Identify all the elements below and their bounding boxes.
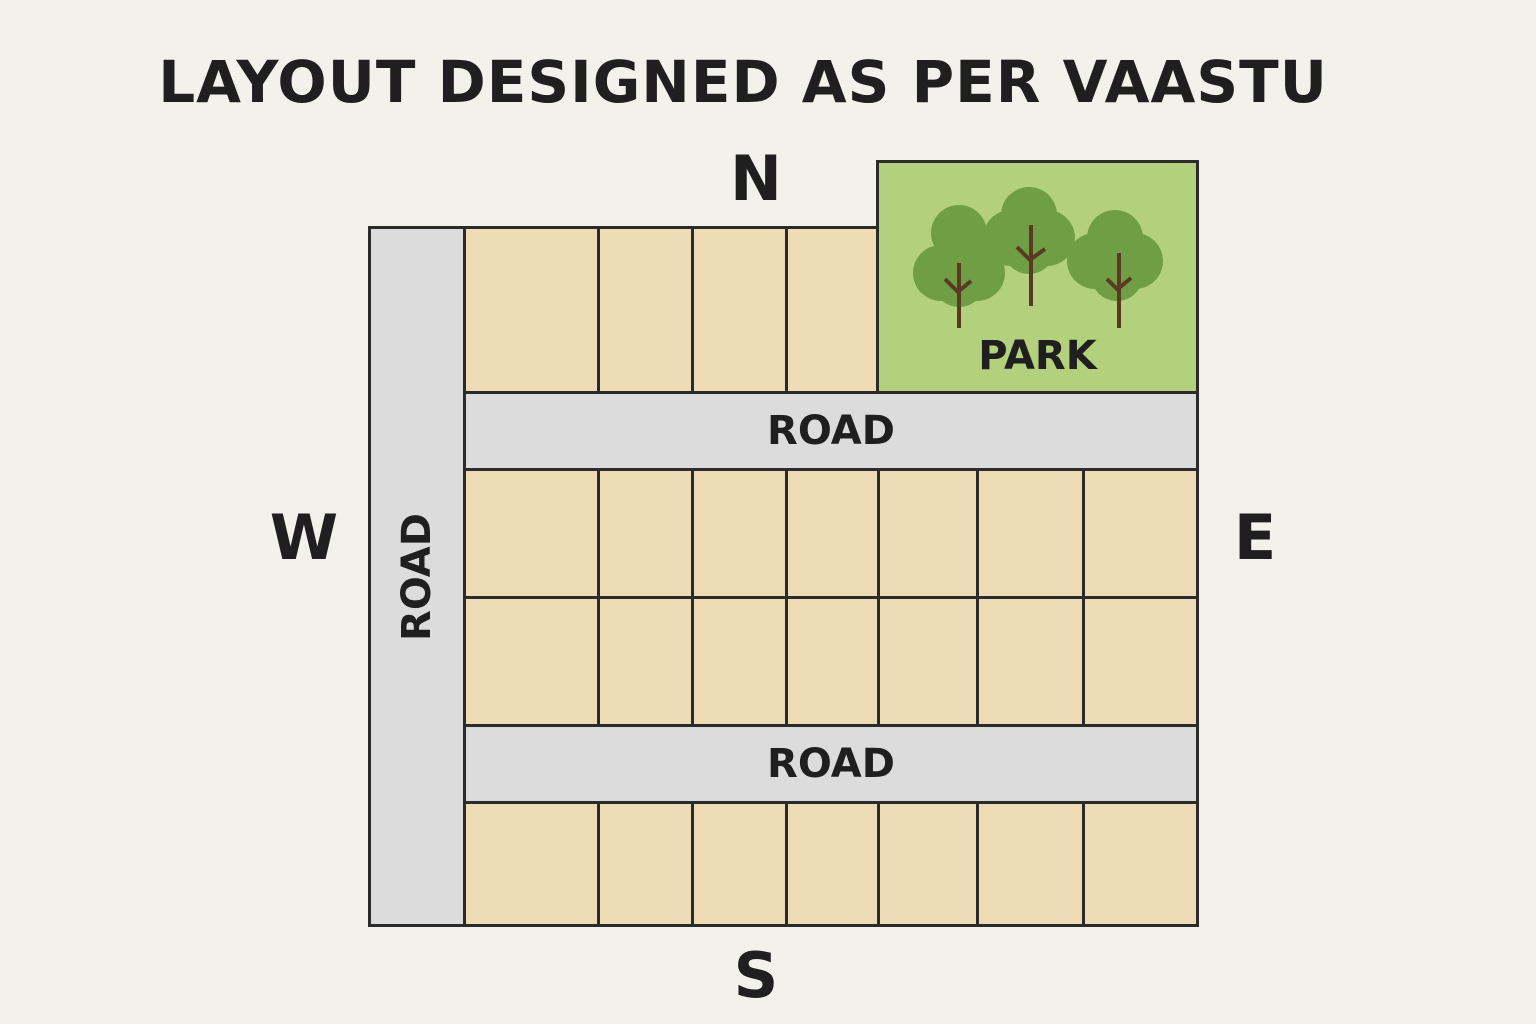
south-road: ROAD [463, 724, 1199, 804]
plot-middle-r1-5 [877, 468, 979, 599]
plot-middle-r2-4 [785, 596, 880, 727]
plot-south-7 [1082, 801, 1199, 927]
plot-middle-r2-1 [463, 596, 600, 727]
plot-middle-r1-4 [785, 468, 880, 599]
plot-south-6 [976, 801, 1085, 927]
plot-south-5 [877, 801, 979, 927]
west-road: ROAD [368, 226, 466, 927]
plot-north-1 [463, 226, 600, 394]
plot-south-3 [691, 801, 788, 927]
park: PARK [876, 160, 1199, 394]
plot-middle-r2-3 [691, 596, 788, 727]
diagram-title: LAYOUT DESIGNED AS PER VAASTU [158, 48, 1328, 116]
west-label: W [269, 501, 339, 574]
plot-south-2 [597, 801, 694, 927]
plot-middle-r2-6 [976, 596, 1085, 727]
plot-south-1 [463, 801, 600, 927]
tree-icon [1067, 210, 1163, 328]
park-label: PARK [978, 333, 1097, 379]
plot-middle-r1-6 [976, 468, 1085, 599]
plot-north-2 [597, 226, 694, 394]
plot-north-3 [691, 226, 788, 394]
plot-middle-r2-2 [597, 596, 694, 727]
west-road-label: ROAD [394, 512, 441, 641]
tree-icon [983, 187, 1075, 306]
middle-road-label: ROAD [767, 408, 895, 454]
park-trees [913, 187, 1163, 328]
plot-middle-r1-2 [597, 468, 694, 599]
south-road-label: ROAD [767, 741, 895, 787]
plot-south-4 [785, 801, 880, 927]
plot-middle-r1-7 [1082, 468, 1199, 599]
plot-middle-r1-1 [463, 468, 600, 599]
east-label: E [1233, 501, 1277, 574]
south-label: S [733, 939, 779, 1012]
plot-north-4 [785, 226, 880, 394]
plot-middle-r2-5 [877, 596, 979, 727]
middle-road: ROAD [463, 391, 1199, 471]
plot-middle-r1-3 [691, 468, 788, 599]
tree-icon [913, 205, 1005, 328]
plot-middle-r2-7 [1082, 596, 1199, 727]
north-label: N [730, 142, 782, 215]
